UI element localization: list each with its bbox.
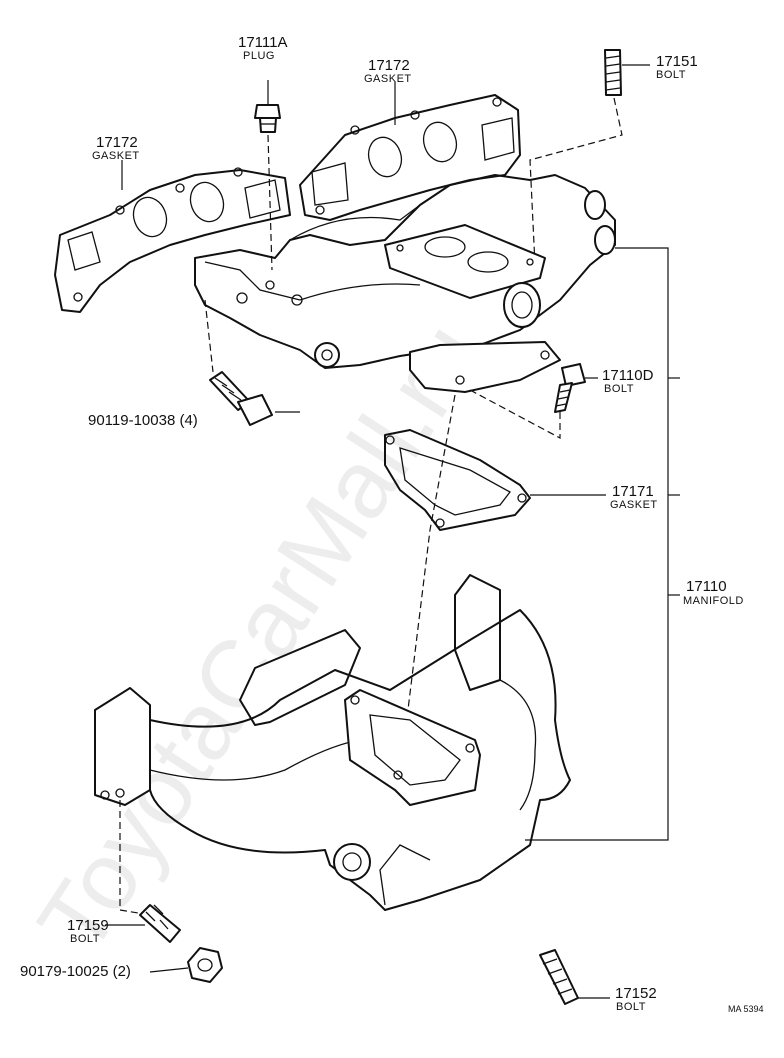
bolt-17152-drawing bbox=[539, 949, 579, 1005]
label-nut-90179: 90179-10025 (2) bbox=[20, 963, 131, 980]
part-name: BOLT bbox=[616, 1001, 646, 1013]
gasket-17171-drawing bbox=[384, 429, 531, 531]
label-bolt-17159: 17159 BOLT bbox=[67, 917, 109, 945]
part-name: MANIFOLD bbox=[683, 595, 744, 607]
part-number: 17171 bbox=[612, 483, 654, 500]
label-gasket-17172-upper: 17172 GASKET bbox=[364, 57, 412, 85]
lower-manifold-drawing bbox=[94, 574, 571, 911]
part-name: BOLT bbox=[656, 69, 686, 81]
label-gasket-17172-left: 17172 GASKET bbox=[92, 134, 140, 162]
label-bolt-90119: 90119-10038 (4) bbox=[88, 412, 198, 429]
part-number: 17172 bbox=[96, 134, 138, 151]
gasket-left-drawing bbox=[54, 167, 291, 313]
label-bolt-17151: 17151 BOLT bbox=[656, 53, 698, 81]
bolt-17159-drawing bbox=[139, 904, 181, 943]
gasket-upper-drawing bbox=[299, 94, 521, 221]
part-name: GASKET bbox=[92, 150, 140, 162]
part-name: BOLT bbox=[70, 933, 100, 945]
label-bolt-17152: 17152 BOLT bbox=[615, 985, 657, 1013]
part-number: 17110 bbox=[686, 578, 727, 595]
part-number: 17152 bbox=[615, 985, 657, 1002]
part-number: 17151 bbox=[656, 53, 698, 70]
part-name: GASKET bbox=[610, 499, 658, 511]
label-bolt-17110d: 17110D BOLT bbox=[602, 367, 654, 395]
part-number: 17172 bbox=[368, 57, 410, 74]
part-number: 17110D bbox=[602, 367, 654, 384]
part-number: 90119-10038 (4) bbox=[88, 412, 198, 429]
upper-manifold-drawing bbox=[194, 174, 616, 393]
bolt-17110d-drawing bbox=[554, 363, 586, 413]
bolt-17151-drawing bbox=[604, 49, 622, 96]
part-name: PLUG bbox=[243, 50, 275, 62]
label-gasket-17171: 17171 GASKET bbox=[610, 483, 658, 511]
leader-lines bbox=[105, 64, 680, 999]
label-manifold-17110: 17110 MANIFOLD bbox=[683, 578, 744, 607]
plug-drawing bbox=[254, 104, 281, 133]
part-name: GASKET bbox=[364, 73, 412, 85]
part-name: BOLT bbox=[604, 383, 634, 395]
bolt-90119-drawing bbox=[209, 371, 273, 426]
figure-code: MA 5394 bbox=[728, 1004, 764, 1014]
part-number: 17111A bbox=[238, 34, 288, 51]
part-number: 17159 bbox=[67, 917, 109, 934]
part-number: 90179-10025 (2) bbox=[20, 963, 131, 980]
label-plug-17111a: 17111A PLUG bbox=[238, 34, 288, 62]
nut-90179-drawing bbox=[187, 947, 223, 983]
